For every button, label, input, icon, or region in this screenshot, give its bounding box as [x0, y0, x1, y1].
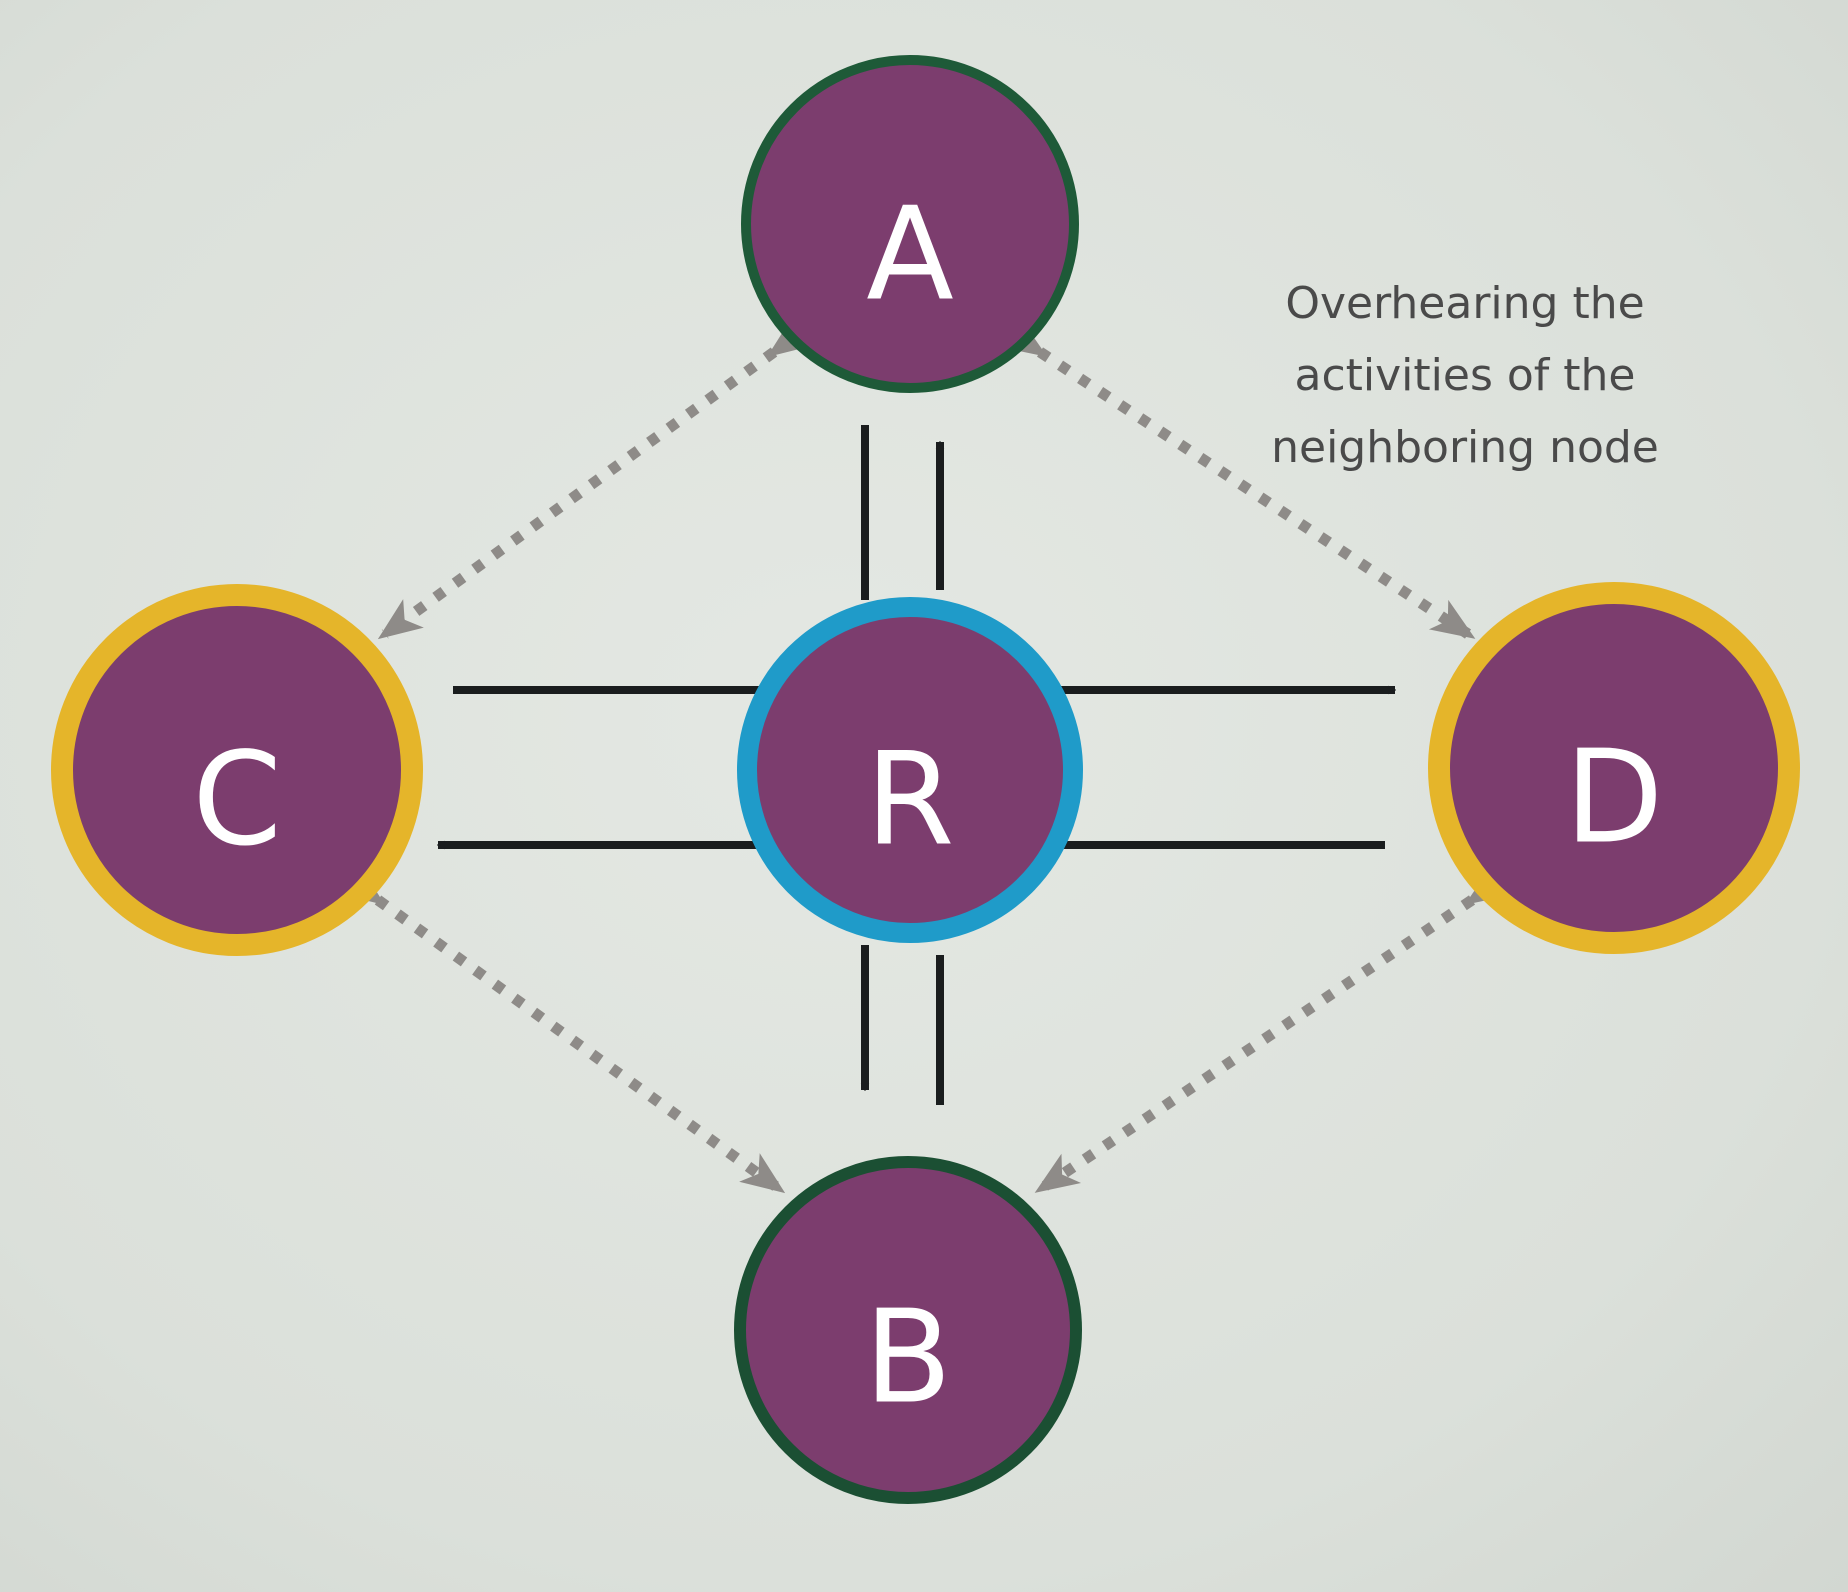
node-a: A	[741, 55, 1079, 393]
node-d-label: D	[1565, 724, 1664, 873]
overhearing-arrow-a-c	[377, 317, 813, 640]
node-a-circle	[741, 55, 1079, 393]
overhearing-arrow-c-b	[339, 865, 786, 1194]
node-r: R	[737, 597, 1083, 943]
node-c: C	[51, 584, 423, 956]
node-r-label: R	[866, 726, 955, 875]
node-d: D	[1428, 582, 1800, 954]
overhearing-links	[339, 317, 1512, 1194]
node-a-label: A	[866, 181, 954, 330]
node-b-circle	[734, 1156, 1082, 1504]
overhearing-annotation: Overhearing the activities of the neighb…	[1271, 278, 1659, 473]
annotation-line-2: activities of the	[1295, 350, 1636, 401]
node-r-circle	[737, 597, 1083, 943]
overhearing-arrow-d-b	[1034, 865, 1512, 1193]
annotation-line-3: neighboring node	[1271, 422, 1659, 473]
node-b: B	[734, 1156, 1082, 1504]
node-b-label: B	[864, 1284, 952, 1433]
annotation-line-1: Overhearing the	[1285, 278, 1644, 329]
node-c-label: C	[192, 726, 281, 875]
node-d-circle	[1428, 582, 1800, 954]
node-c-circle	[51, 584, 423, 956]
